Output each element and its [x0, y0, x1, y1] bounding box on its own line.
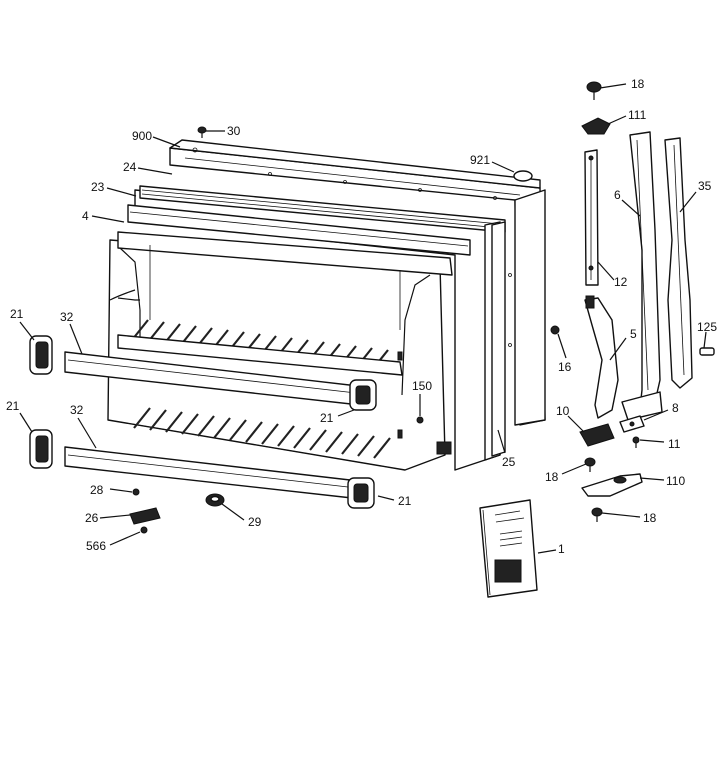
outer-door-panel: [169, 139, 546, 426]
hinge-110: [581, 473, 643, 497]
screw-11: [632, 436, 640, 448]
label-18-mid: 18: [545, 470, 559, 484]
label-26: 26: [85, 511, 99, 525]
shelf-end-cap-right-lower: [347, 477, 375, 509]
handle-trim-35: [664, 137, 693, 389]
hinge-pad-10: [579, 423, 615, 447]
label-21-left-upper: 21: [10, 307, 24, 321]
leader-lines: [19, 83, 707, 554]
label-8: 8: [672, 401, 679, 415]
handle-bracket-12: [584, 149, 599, 286]
label-35: 35: [698, 179, 712, 193]
label-900: 900: [132, 129, 152, 143]
label-24: 24: [123, 160, 137, 174]
label-10: 10: [556, 404, 570, 418]
label-566: 566: [86, 539, 106, 553]
inner-door-liner: [107, 231, 453, 471]
screw-16: [550, 325, 560, 335]
label-21-right-upper: 21: [320, 411, 334, 425]
hinge-cap-111: [581, 117, 611, 135]
label-111: 111: [628, 108, 647, 122]
hinge-plate: [436, 441, 452, 455]
label-32-upper: 32: [60, 310, 74, 324]
label-1: 1: [558, 542, 565, 556]
shelf-end-cap-left-upper: [29, 335, 53, 375]
label-6: 6: [614, 188, 621, 202]
bracket-26: [129, 507, 161, 525]
label-4: 4: [82, 209, 89, 223]
label-18-top: 18: [631, 77, 645, 91]
screw-28: [132, 488, 140, 496]
label-25: 25: [502, 455, 516, 469]
screw-566: [140, 526, 148, 534]
shelf-end-cap-right-upper: [349, 379, 377, 411]
screw-18-top: [586, 81, 602, 100]
label-16: 16: [558, 360, 572, 374]
label-18-bottom: 18: [643, 511, 657, 525]
gasket-frames: [127, 185, 506, 471]
label-12: 12: [614, 275, 628, 289]
handle-6: [621, 131, 663, 421]
screw-18-mid: [584, 457, 596, 472]
label-125: 125: [697, 320, 717, 334]
label-11: 11: [668, 437, 681, 451]
plug-921: [513, 170, 533, 182]
screw-18-bottom: [591, 507, 603, 522]
label-5: 5: [630, 327, 637, 341]
label-28: 28: [90, 483, 104, 497]
label-21-right-lower: 21: [398, 494, 412, 508]
label-110: 110: [666, 474, 685, 488]
label-30: 30: [227, 124, 241, 138]
label-921: 921: [470, 153, 490, 167]
label-23: 23: [91, 180, 105, 194]
lower-shelf-ribs: [133, 407, 391, 459]
hinge-shim-8: [619, 415, 645, 433]
screw-30: [197, 126, 207, 138]
label-29: 29: [248, 515, 262, 529]
trim-end-5: [584, 295, 619, 419]
grommet-29: [205, 493, 225, 507]
shelf-end-cap-left-lower: [29, 429, 53, 469]
screw-150: [416, 416, 424, 424]
instruction-booklet: [479, 499, 538, 598]
door-shelf-bar-lower: [64, 446, 353, 499]
part-labels: 900 30 24 23 4 921 18 111 6 35 12 125 5 …: [6, 77, 717, 556]
pin-125: [699, 347, 715, 356]
label-150: 150: [412, 379, 432, 393]
label-32-lower: 32: [70, 403, 84, 417]
label-21-left-lower: 21: [6, 399, 20, 413]
